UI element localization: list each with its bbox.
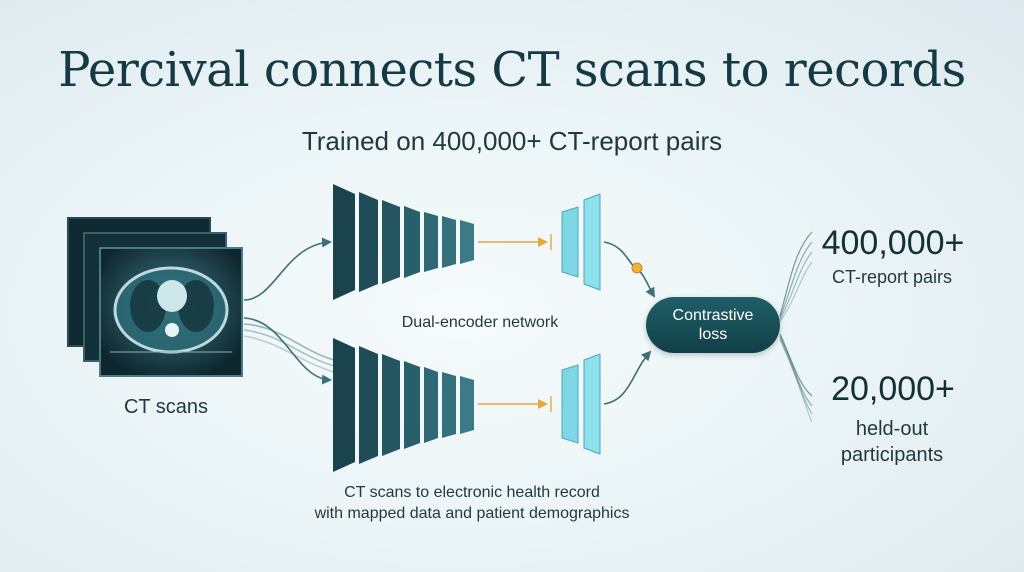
contrastive-loss-node: Contrastive loss [646,297,780,353]
stat-pairs-caption: CT-report pairs [812,265,972,289]
stat-fan-lines [779,231,813,423]
ehr-label: CT scans to electronic health record wit… [262,482,682,524]
page-subtitle: Trained on 400,000+ CT-report pairs [301,126,723,156]
loss-label-line1: Contrastive [672,307,754,324]
page-title: Percival connects CT scans to records [58,42,966,98]
loss-label-line2: loss [698,326,728,343]
stat-pairs-caption-line1: CT-report pairs [831,267,953,287]
join-node-icon [631,262,643,274]
ehr-label-line2: with mapped data and patient demographic… [314,505,630,522]
stat-participants-caption-line2: participants [840,444,944,466]
bottom-encoder-icon [333,338,601,472]
top-encoder-icon [333,184,601,300]
stat-participants-value: 20,000+ [831,370,955,408]
stat-pairs-value: 400,000+ [821,224,965,262]
ct-scan-stack-icon [67,217,243,377]
network-label: Dual-encoder network [401,314,559,331]
ct-flow-lines [243,237,335,385]
stat-participants-caption: held-out participants [812,416,972,468]
stat-participants-caption-line1: held-out [855,418,929,440]
ehr-label-line1: CT scans to electronic health record [344,484,600,501]
ct-scans-label: CT scans [123,396,209,418]
